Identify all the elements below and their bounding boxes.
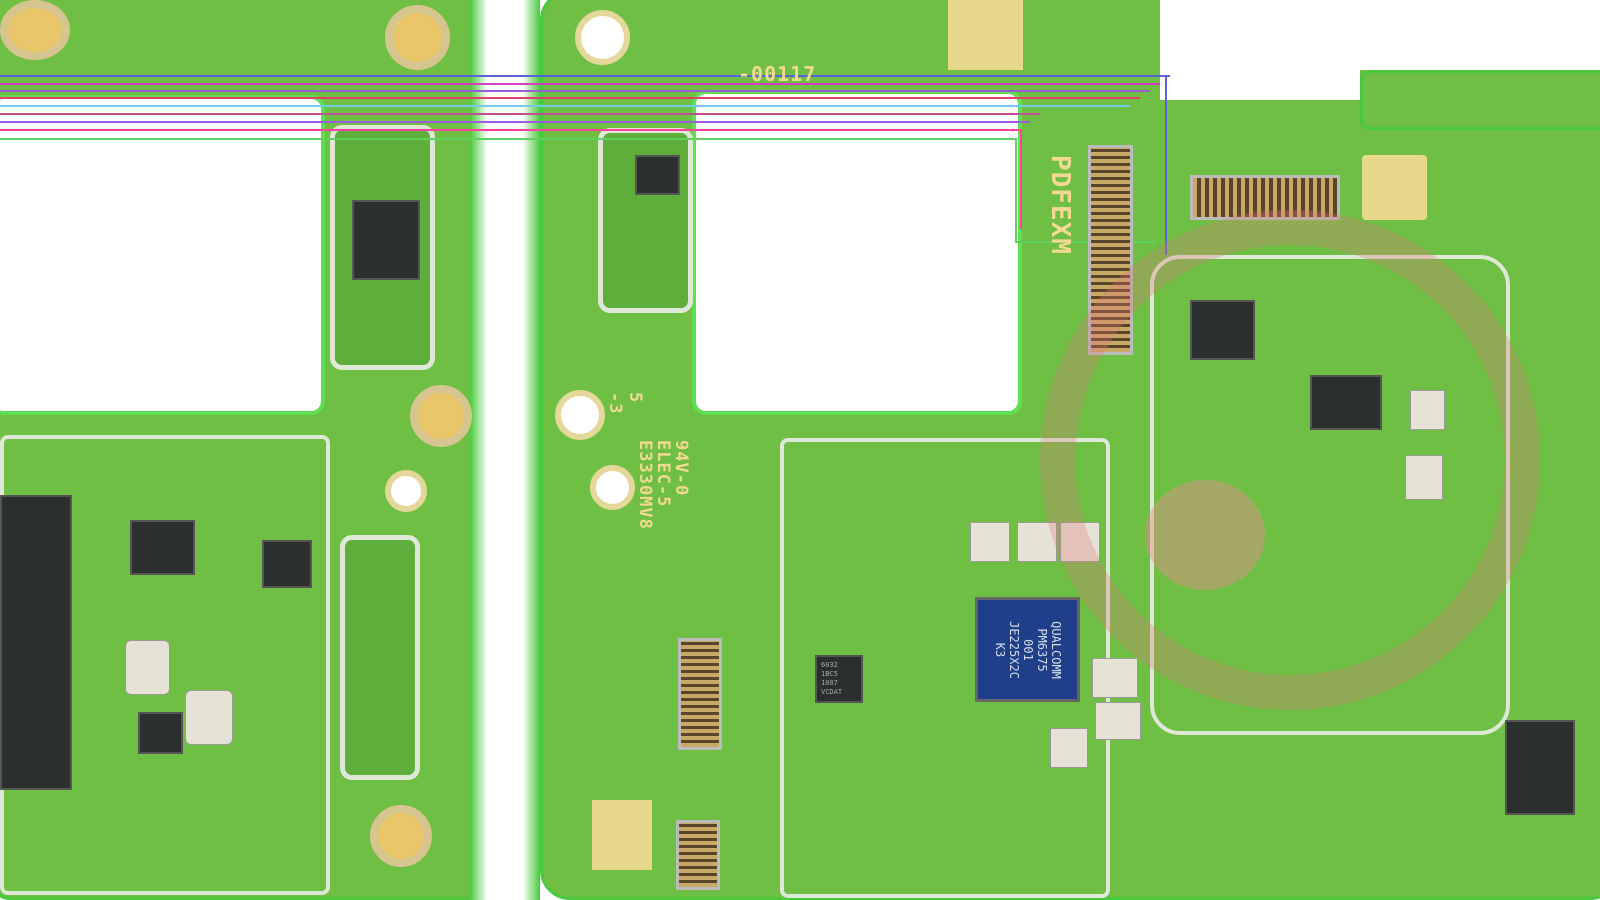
silk-line: ELEC-5 <box>653 440 673 508</box>
chip <box>262 540 312 588</box>
hole <box>575 10 630 65</box>
pmic-label-line: QUALCOMM <box>1048 620 1063 679</box>
cutout-left <box>0 95 325 415</box>
small-chip: 6032 1BC5 1007 VCDAT <box>815 655 863 703</box>
chip <box>352 200 420 280</box>
chip-label-line: 6032 <box>821 661 838 669</box>
mount-hole <box>385 5 450 70</box>
silk-line: -3 <box>605 392 625 415</box>
fpc-connector <box>678 638 722 750</box>
mount-hole <box>410 385 472 447</box>
board-gap <box>1360 0 1600 70</box>
fpc-connector <box>676 820 720 890</box>
silk-line: E3330MV8 <box>635 440 655 530</box>
inductor <box>1050 728 1088 768</box>
pcb-main-top-right <box>1360 70 1600 130</box>
silk-revision: 5 -3 <box>605 392 645 414</box>
cutout-center <box>692 90 1022 415</box>
pmic-label-line: K3 <box>992 642 1007 657</box>
chip <box>635 155 680 195</box>
chip-label-line: VCDAT <box>821 688 843 696</box>
chip <box>130 520 195 575</box>
mount-hole <box>370 805 432 867</box>
highlight-ring <box>1040 210 1540 710</box>
silk-line: 94V-0 <box>671 440 691 497</box>
memory-chip <box>0 495 72 790</box>
gold-pad <box>948 0 1023 70</box>
silk-connector-label: PDFEXM <box>1045 155 1075 255</box>
board-gap <box>1160 0 1360 100</box>
inductor <box>1095 702 1141 740</box>
hole <box>555 390 605 440</box>
pmic-label-line: PM6375 <box>1034 627 1049 672</box>
pmic-label-line: JE225X2C <box>1006 620 1021 679</box>
mount-hole <box>0 0 70 60</box>
hole <box>590 465 635 510</box>
silk-rating: 94V-0 ELEC-5 E3330MV8 <box>635 440 691 530</box>
hole <box>385 470 427 512</box>
pmic-label-line: 001 <box>1020 638 1035 661</box>
chip <box>138 712 183 754</box>
inductor <box>125 640 170 695</box>
gold-pad <box>1362 155 1427 220</box>
silk-part-number: -00117 <box>738 62 817 86</box>
inductor <box>185 690 233 745</box>
chip <box>1505 720 1575 815</box>
inductor <box>1092 658 1138 698</box>
slot-center <box>470 0 540 900</box>
gold-pad <box>592 800 652 870</box>
silk-line: 5 <box>625 392 645 404</box>
shield-frame <box>340 535 420 780</box>
chip-label-line: 1007 <box>821 679 838 687</box>
capacitor <box>970 522 1010 562</box>
net-trace-overlay <box>0 75 1170 255</box>
chip-label-line: 1BC5 <box>821 670 838 678</box>
pmic-chip: QUALCOMM PM6375 001 JE225X2C K3 <box>975 597 1080 702</box>
